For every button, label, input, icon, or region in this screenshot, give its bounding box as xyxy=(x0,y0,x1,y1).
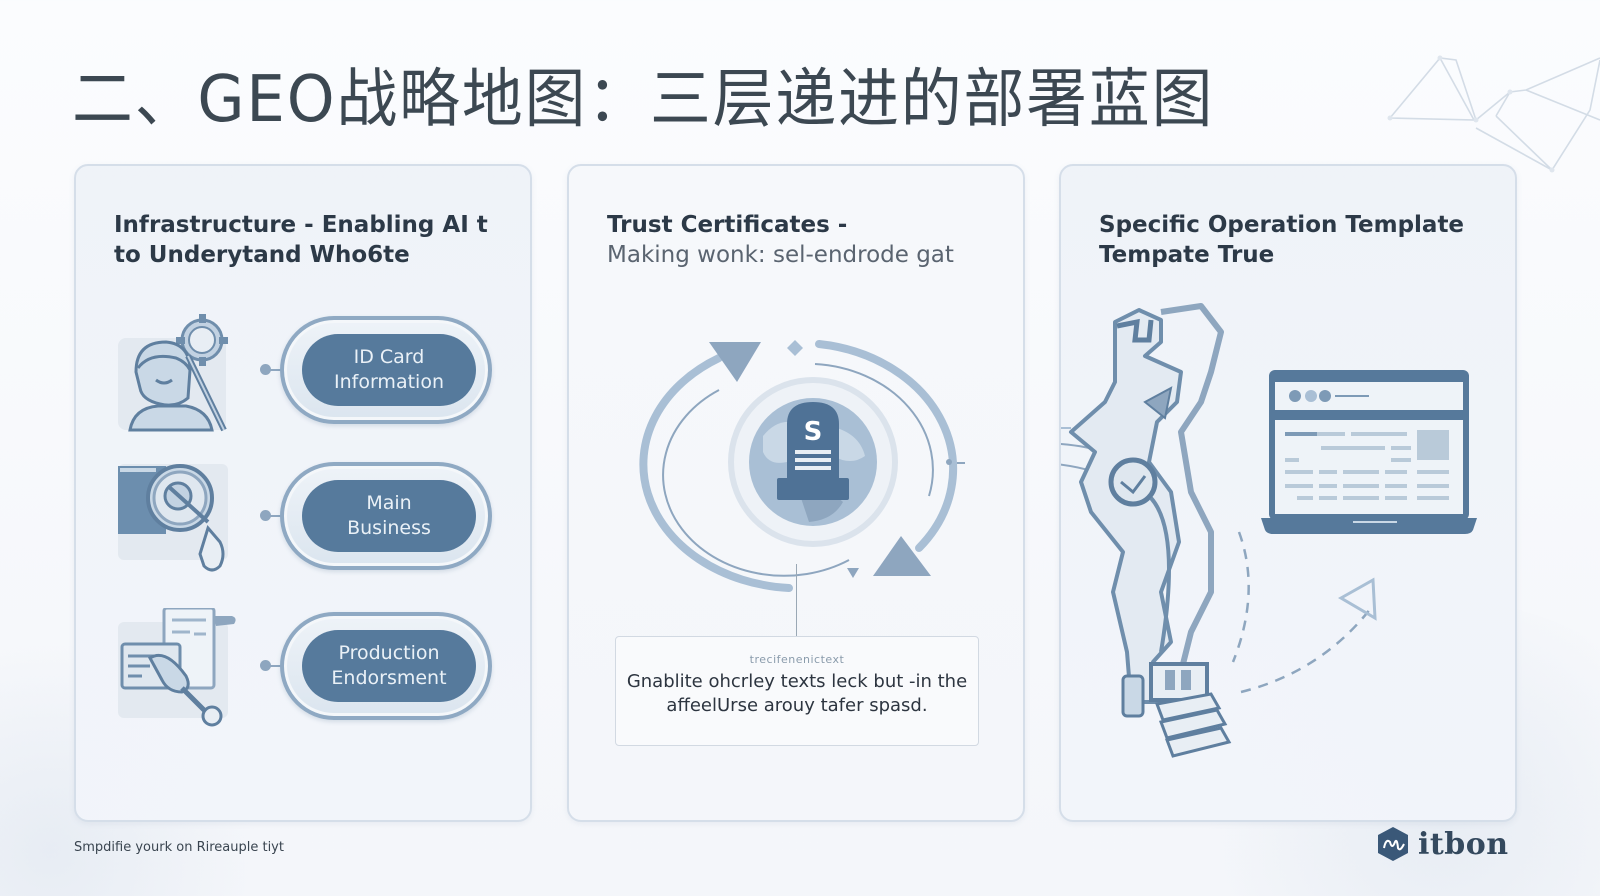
svg-text:S: S xyxy=(804,417,823,447)
connector-line xyxy=(270,515,282,517)
text-box-label: trecifenenictext xyxy=(749,653,845,666)
wrench-pipeline-icon xyxy=(1061,303,1377,758)
panel-title-line1: Infrastructure - Enabling AI t xyxy=(114,212,488,238)
panel-title: Infrastructure - Enabling AI t to Undery… xyxy=(114,210,514,270)
item-main-business: Main Business xyxy=(116,458,496,578)
hexagon-logo-icon xyxy=(1378,827,1408,861)
pill-label-line1: Main xyxy=(366,492,412,514)
pill-label-line1: Production xyxy=(338,642,440,664)
connector-line xyxy=(270,665,282,667)
connector-dot xyxy=(260,510,271,521)
network-lines-decoration xyxy=(1387,55,1600,173)
item-id-card: ID Card Information xyxy=(116,312,496,432)
infrastructure-panel: Infrastructure - Enabling AI t to Undery… xyxy=(74,164,532,822)
reference-text-box: trecifenenictext Gnablite ohcrley texts … xyxy=(615,636,979,746)
panel-title-line2: to Underytand Who6te xyxy=(114,242,410,268)
brand-name: itbon xyxy=(1418,826,1509,862)
panel-title: Specific Operation Template Tempate True xyxy=(1099,210,1499,270)
pill-label-line1: ID Card xyxy=(353,346,425,368)
globe-certificate-icon: S xyxy=(639,340,965,592)
text-box-body: Gnablite ohcrley texts leck but -in the … xyxy=(626,671,968,716)
trust-certificates-panel: Trust Certificates - Making wonk: sel-en… xyxy=(567,164,1025,822)
person-gear-icon xyxy=(118,314,228,432)
connector-dot xyxy=(260,364,271,375)
laptop-dashboard-icon xyxy=(1261,370,1477,534)
connector-line xyxy=(270,369,282,371)
pill-label-line2: Endorsment xyxy=(331,667,447,689)
operation-template-panel: Specific Operation Template Tempate True xyxy=(1059,164,1517,822)
magnifier-tag-icon xyxy=(118,464,228,572)
panel-title-line1: Specific Operation Template xyxy=(1099,212,1465,238)
page-title: 二、GEO战略地图：三层递进的部署蓝图 xyxy=(72,63,1215,137)
panel-title-line1: Trust Certificates - xyxy=(607,212,848,238)
panel-title: Trust Certificates - Making wonk: sel-en… xyxy=(607,210,1007,270)
pill-label-line2: Information xyxy=(334,371,444,393)
document-wrench-icon xyxy=(118,608,236,727)
panel-title-line2: Making wonk: sel-endrode gat xyxy=(607,242,954,268)
panel-title-line2: Tempate True xyxy=(1099,242,1275,268)
item-production-endorsement: Production Endorsment xyxy=(116,608,496,728)
connector-line xyxy=(796,564,797,636)
id-card-information-pill[interactable]: ID Card Information xyxy=(280,316,492,424)
pill-label-line2: Business xyxy=(347,517,431,539)
brand-logo[interactable]: itbon xyxy=(1376,826,1509,862)
connector-dot xyxy=(260,660,271,671)
main-business-pill[interactable]: Main Business xyxy=(280,462,492,570)
production-endorsement-pill[interactable]: Production Endorsment xyxy=(280,612,492,720)
footer-note: Smpdifie yourk on Rireauple tiyt xyxy=(74,840,284,855)
